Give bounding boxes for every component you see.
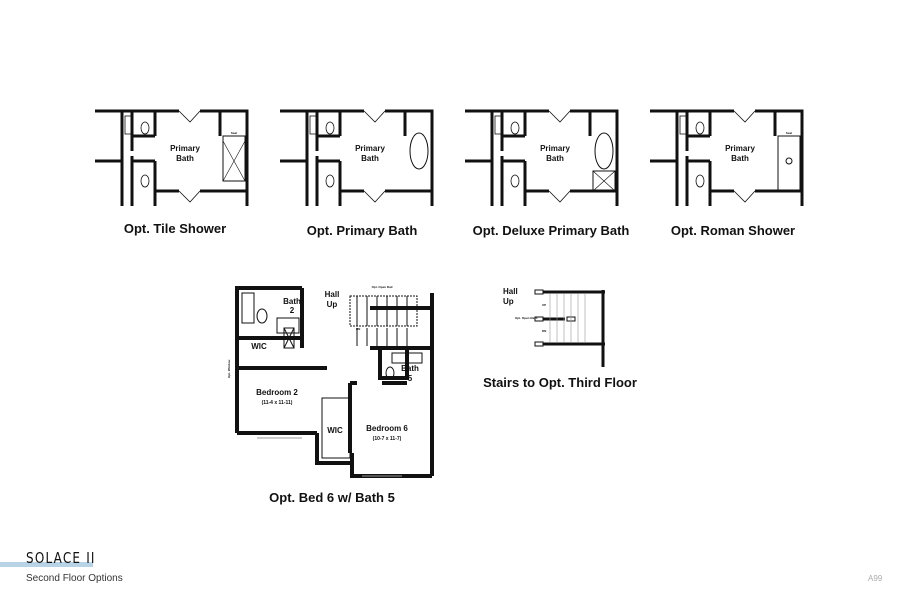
- wic-label: WIC: [251, 342, 267, 351]
- option-caption: Opt. Primary Bath: [306, 223, 418, 238]
- page-subtitle: Second Floor Options: [26, 573, 123, 584]
- seat-note: Seat: [231, 131, 237, 135]
- wic-label: WIC: [327, 426, 343, 435]
- up-note: UP: [542, 303, 546, 307]
- seat-note: Seat: [786, 131, 792, 135]
- option-caption: Opt. Tile Shower: [123, 221, 227, 236]
- brand-logo: SOLACE II: [26, 549, 96, 567]
- open-rail-note: Opt. Open Rail: [372, 285, 393, 289]
- option-caption: Opt. Deluxe Primary Bath: [472, 223, 630, 238]
- bed6-caption: Opt. Bed 6 w/ Bath 5: [269, 490, 395, 505]
- bedroom6-label: Bedroom 6: [366, 424, 408, 433]
- page-code: A99: [868, 574, 883, 583]
- window-note: Opt. Window: [227, 359, 231, 378]
- bedroom2-label: Bedroom 2: [256, 388, 298, 397]
- open-rails-note: Opt. Open Rails: [515, 316, 538, 320]
- dn-note: DN: [356, 327, 360, 331]
- option-caption: Opt. Roman Shower: [670, 223, 796, 238]
- brand-bar: [0, 562, 93, 567]
- stairs-caption: Stairs to Opt. Third Floor: [483, 375, 637, 390]
- dn-note: DN: [542, 329, 546, 333]
- bedroom2-dims: (11-4 x 11-11): [262, 400, 293, 406]
- bedroom6-dims: (10-7 x 11-7): [373, 436, 402, 442]
